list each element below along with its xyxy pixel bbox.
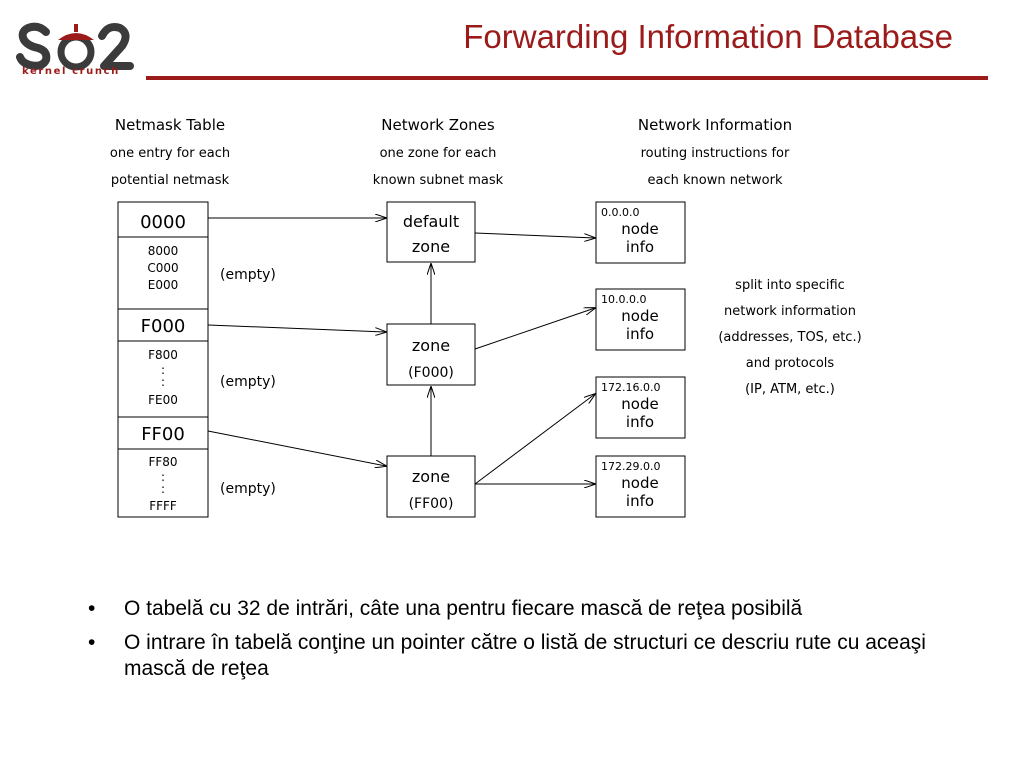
bullet-marker: •	[88, 631, 96, 654]
col-sub2-zones: known subnet mask	[373, 173, 504, 188]
col-heading-netmask: Netmask Table	[115, 116, 225, 134]
empty-label-1: (empty)	[220, 267, 276, 283]
arrow-ff00-to-node3	[474, 394, 595, 485]
node-address-1: 0.0.0.0	[601, 206, 639, 219]
note-line-5: (IP, ATM, etc.)	[745, 382, 835, 397]
node-1-line2: info	[626, 238, 654, 256]
col-sub2-netmask: potential netmask	[111, 173, 230, 188]
logo-letter-s	[16, 22, 51, 70]
netmask-gap1-c: E000	[148, 278, 179, 292]
col-sub1-info: routing instructions for	[641, 146, 790, 161]
node-3-line1: node	[621, 395, 658, 413]
title-divider	[146, 76, 988, 80]
arrow-ff00-to-zone	[207, 430, 386, 466]
netmask-gap2-bottom: FE00	[148, 393, 178, 407]
node-address-2: 10.0.0.0	[601, 293, 646, 306]
arrow-f000-to-zone	[207, 324, 386, 332]
col-heading-info: Network Information	[638, 116, 792, 134]
node-address-3: 172.16.0.0	[601, 381, 660, 394]
bullet-list: • O tabelă cu 32 de intrări, câte una pe…	[88, 596, 948, 690]
node-1-line1: node	[621, 220, 658, 238]
logo-tagline: kernel crunch	[22, 66, 120, 77]
node-box-4	[595, 455, 686, 518]
node-box-3	[595, 376, 686, 439]
node-2-line1: node	[621, 307, 658, 325]
col-heading-zones: Network Zones	[381, 116, 495, 134]
zone-ff00-line1: zone	[412, 467, 450, 486]
netmask-gap2-ellipsis2: :	[161, 375, 165, 389]
netmask-gap2-top: F800	[148, 348, 178, 362]
netmask-entry-ff00: FF00	[141, 424, 185, 445]
bullet-text: O intrare în tabelă conţine un pointer c…	[124, 631, 926, 680]
note-line-3: (addresses, TOS, etc.)	[718, 330, 861, 345]
note-line-2: network information	[724, 304, 856, 319]
netmask-gap1-a: 8000	[148, 244, 179, 258]
note-line-4: and protocols	[746, 356, 835, 371]
so2-logo	[16, 22, 134, 71]
empty-label-3: (empty)	[220, 481, 276, 497]
bullet-item: • O tabelă cu 32 de intrări, câte una pe…	[88, 596, 948, 622]
col-sub2-info: each known network	[647, 173, 782, 188]
netmask-entry-f000: F000	[141, 316, 186, 337]
netmask-gap3-top: FF80	[148, 455, 177, 469]
arrow-f000-to-node2	[474, 308, 595, 350]
zone-f000-line2: (F000)	[408, 365, 454, 381]
node-box-1	[595, 201, 686, 264]
netmask-gap3-bottom: FFFF	[149, 499, 177, 513]
page-title: Forwarding Information Database	[463, 18, 953, 55]
zone-default-line1: default	[403, 212, 459, 231]
node-4-line2: info	[626, 492, 654, 510]
netmask-table	[117, 201, 209, 518]
netmask-entry-0000: 0000	[140, 212, 186, 233]
node-box-2	[595, 288, 686, 351]
bullet-text: O tabelă cu 32 de intrări, câte una pent…	[124, 597, 803, 620]
node-address-4: 172.29.0.0	[601, 460, 660, 473]
col-sub1-netmask: one entry for each	[110, 146, 230, 161]
netmask-gap2-ellipsis1: :	[161, 363, 165, 377]
col-sub1-zones: one zone for each	[380, 146, 497, 161]
node-3-line2: info	[626, 413, 654, 431]
netmask-gap3-ellipsis2: :	[161, 482, 165, 496]
note-line-1: split into specific	[735, 278, 845, 293]
netmask-gap3-ellipsis1: :	[161, 470, 165, 484]
empty-label-2: (empty)	[220, 374, 276, 390]
bullet-item: • O intrare în tabelă conţine un pointer…	[88, 630, 948, 682]
zone-default-box	[386, 201, 476, 263]
netmask-gap1-b: C000	[147, 261, 178, 275]
node-2-line2: info	[626, 325, 654, 343]
logo-digit-2	[98, 23, 134, 70]
zone-f000-line1: zone	[412, 336, 450, 355]
arrow-default-to-node1	[474, 232, 595, 238]
zone-default-line2: zone	[412, 237, 450, 256]
bullet-marker: •	[88, 597, 96, 620]
node-4-line1: node	[621, 474, 658, 492]
zone-ff00-line2: (FF00)	[409, 496, 454, 512]
